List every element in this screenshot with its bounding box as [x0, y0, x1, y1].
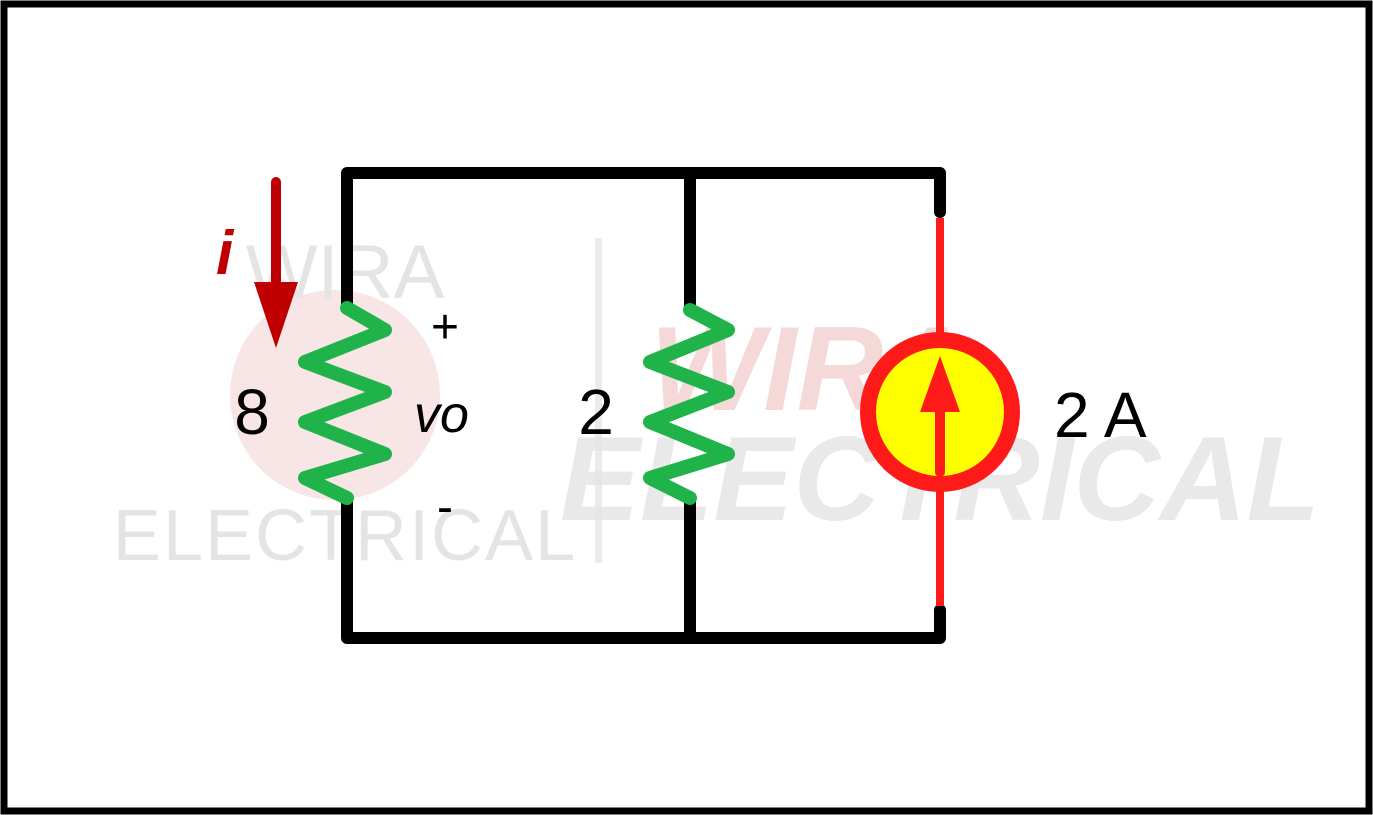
current-source	[860, 218, 1020, 606]
down-arrow-icon	[254, 177, 298, 348]
current-label: i	[216, 219, 235, 288]
wires	[341, 167, 946, 644]
voltage-minus-label: -	[437, 481, 453, 534]
resistor-2-icon	[643, 303, 735, 505]
up-arrow-icon	[920, 356, 960, 477]
wire-top	[341, 167, 946, 314]
resistor-8-value: 8	[234, 376, 270, 448]
wire-bottom	[341, 492, 946, 644]
source-value: 2 A	[1054, 379, 1147, 451]
voltage-label: vo	[414, 386, 469, 444]
resistor-8-icon	[298, 301, 392, 505]
resistor-2-value: 2	[578, 376, 614, 448]
voltage-plus-label: +	[431, 301, 459, 354]
watermark-divider	[595, 238, 602, 563]
